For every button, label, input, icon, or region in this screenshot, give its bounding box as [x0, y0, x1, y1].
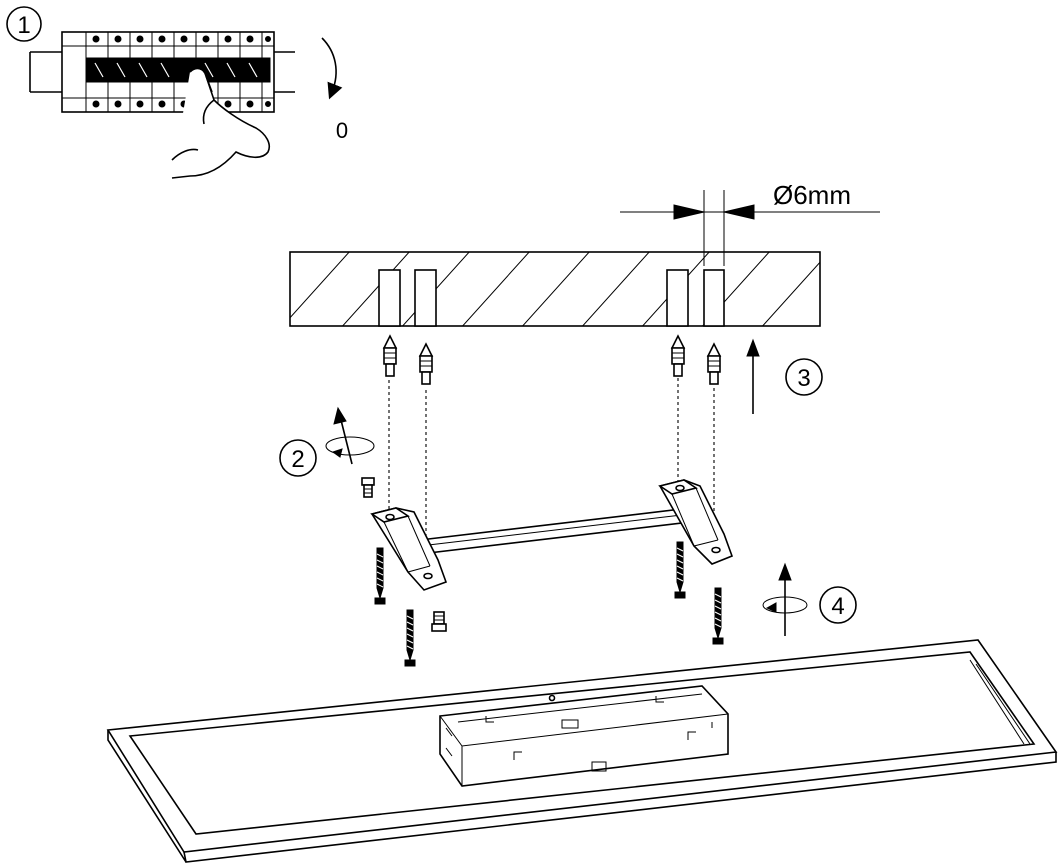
step-2-marker: 2 — [279, 439, 317, 477]
step-3-number: 3 — [797, 365, 810, 392]
drill-hole — [703, 269, 725, 327]
alignment-guides — [388, 378, 715, 560]
step-1-marker: 1 — [6, 6, 42, 42]
drill-diameter-dimension: Ø6mm — [620, 180, 880, 266]
mounting-bracket — [370, 479, 734, 591]
rotate-arrow-icon — [762, 562, 808, 636]
wall-plug-icon — [418, 342, 434, 385]
hand-icon — [171, 67, 271, 179]
insert-upward-arrow-icon — [746, 338, 760, 414]
step-4-number: 4 — [831, 593, 844, 620]
circuit-breaker-panel — [29, 31, 295, 113]
ceiling-cross-section — [289, 251, 821, 327]
bracket-screw-icon — [431, 611, 447, 632]
drill-hole — [666, 269, 689, 327]
screw-icon — [404, 609, 416, 667]
switch-off-label: 0 — [336, 118, 348, 143]
screw-icon — [712, 587, 724, 645]
screw-icon — [374, 547, 386, 605]
wall-plug-icon — [670, 334, 686, 377]
step-4-marker: 4 — [819, 586, 857, 624]
wall-plug-icon — [706, 342, 722, 385]
step-3-marker: 3 — [785, 358, 823, 396]
step-2-number: 2 — [291, 446, 304, 473]
drill-diameter-label: Ø6mm — [773, 180, 851, 210]
drill-hole — [378, 269, 401, 327]
switch-off-arrow-icon: 0 — [321, 37, 348, 143]
bracket-screw-icon — [361, 477, 375, 498]
drill-hole — [414, 269, 437, 327]
wall-plug-icon — [382, 334, 398, 377]
light-panel — [106, 639, 1058, 863]
step-1-number: 1 — [17, 12, 30, 39]
rotate-arrow-icon — [325, 406, 375, 465]
screw-icon — [674, 541, 686, 599]
